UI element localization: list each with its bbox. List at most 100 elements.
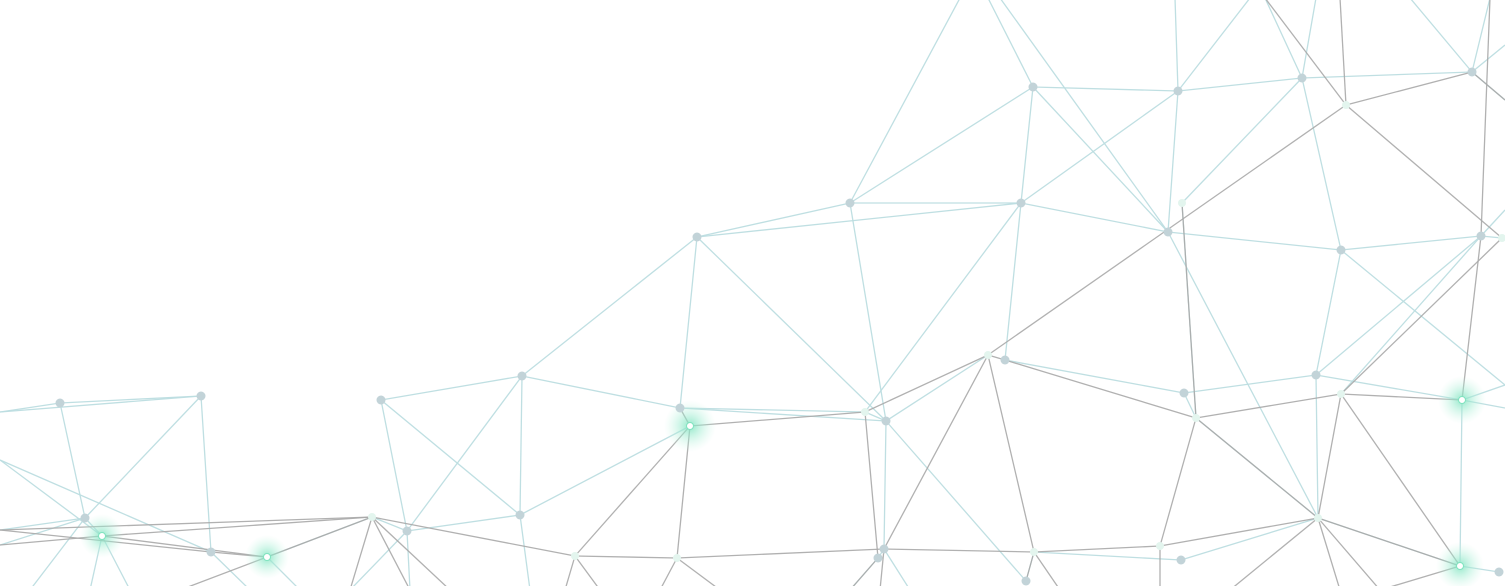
mesh-node [55, 398, 65, 408]
mesh-edge [521, 236, 698, 377]
mesh-edge [0, 395, 202, 413]
mesh-edge [885, 354, 989, 422]
mesh-edge [696, 202, 1022, 238]
mesh-node [515, 510, 525, 520]
mesh-edge [0, 516, 373, 531]
mesh-edge [864, 411, 879, 559]
mesh-edge [696, 202, 851, 238]
mesh-node-pale [984, 351, 992, 359]
mesh-edge [1020, 202, 1169, 233]
mesh-edge [1340, 237, 1503, 395]
mesh-edge [371, 516, 408, 532]
mesh-node-pale [1192, 414, 1200, 422]
mesh-node-pale [1342, 101, 1350, 109]
mesh-edge [1410, 0, 1473, 73]
mesh-edge [1180, 517, 1319, 561]
mesh-edge [1265, 0, 1347, 106]
mesh-edge [1159, 517, 1319, 547]
mesh-node [1163, 227, 1173, 237]
mesh-edge [1480, 0, 1491, 237]
mesh-node [1000, 355, 1010, 365]
mesh-edge [574, 555, 598, 586]
mesh-edge [59, 395, 202, 404]
mesh-edge [1471, 71, 1505, 101]
mesh-edge [864, 202, 1022, 413]
mesh-edge [371, 516, 447, 586]
mesh-edge [1471, 44, 1505, 73]
mesh-edge [1000, 0, 1169, 233]
mesh-node-pale [368, 513, 376, 521]
mesh-edge [1480, 209, 1505, 237]
mesh-edge [1315, 235, 1482, 376]
mesh-edge [679, 407, 866, 413]
mesh-node [1467, 67, 1477, 77]
glow-node-core [263, 553, 271, 561]
mesh-edge [406, 514, 521, 532]
mesh-edge [864, 354, 989, 413]
mesh-edge [1315, 249, 1342, 376]
mesh-node [402, 526, 412, 536]
mesh-edge [406, 530, 411, 586]
mesh-edge [1004, 202, 1022, 361]
mesh-edge [380, 375, 523, 401]
mesh-edge [679, 236, 698, 409]
mesh-edge [1315, 374, 1463, 401]
mesh-node-pale [1314, 514, 1322, 522]
mesh-node [1297, 73, 1307, 83]
glow-node-core [98, 532, 106, 540]
mesh-edge [1317, 517, 1340, 586]
mesh-node-pale [1178, 199, 1186, 207]
mesh-edge [883, 548, 909, 586]
mesh-edge [849, 202, 887, 422]
mesh-node [675, 403, 685, 413]
mesh-edge [1340, 235, 1482, 251]
mesh-edge [1301, 0, 1317, 79]
mesh-edge [1459, 399, 1463, 567]
mesh-node [1179, 388, 1189, 398]
mesh-node [1176, 555, 1186, 565]
mesh-edge [380, 399, 521, 516]
mesh-node-pale [1337, 390, 1345, 398]
glow-node-core [686, 422, 694, 430]
mesh-edge [0, 402, 61, 413]
mesh-edge [849, 0, 960, 204]
mesh-node [1016, 198, 1026, 208]
mesh-edge [885, 420, 1027, 582]
mesh-node [1311, 370, 1321, 380]
mesh-edge [689, 411, 866, 427]
mesh-edge [679, 407, 887, 422]
mesh-edge [210, 551, 247, 586]
mesh-edge [565, 555, 576, 586]
mesh-edge [1167, 231, 1319, 519]
mesh-edge [1181, 77, 1303, 204]
mesh-node-pale [673, 554, 681, 562]
mesh-edge [84, 395, 202, 519]
mesh-edge [350, 516, 373, 586]
mesh-edge [1301, 71, 1473, 79]
mesh-edge [574, 555, 678, 559]
mesh-edge [1339, 0, 1347, 106]
mesh-edge [988, 0, 1034, 88]
mesh-edge [1033, 545, 1161, 553]
mesh-edge [1032, 86, 1169, 233]
mesh-edge [883, 420, 887, 550]
mesh-edge [1020, 86, 1034, 204]
mesh-edge [371, 516, 409, 586]
mesh-edge [883, 354, 989, 550]
mesh-node [873, 553, 883, 563]
mesh-node [1028, 82, 1038, 92]
mesh-node [1494, 567, 1504, 577]
mesh-edge [1461, 235, 1482, 401]
mesh-edge [1025, 551, 1035, 582]
mesh-edge [1233, 517, 1319, 586]
mesh-edge [1317, 393, 1342, 519]
mesh-edge [519, 514, 531, 586]
mesh-edge [1471, 0, 1491, 73]
mesh-edge [883, 548, 1035, 553]
mesh-node-pale [1030, 548, 1038, 556]
mesh-node [80, 513, 90, 523]
mesh-edge [1345, 71, 1473, 106]
mesh-edge [849, 86, 1034, 204]
